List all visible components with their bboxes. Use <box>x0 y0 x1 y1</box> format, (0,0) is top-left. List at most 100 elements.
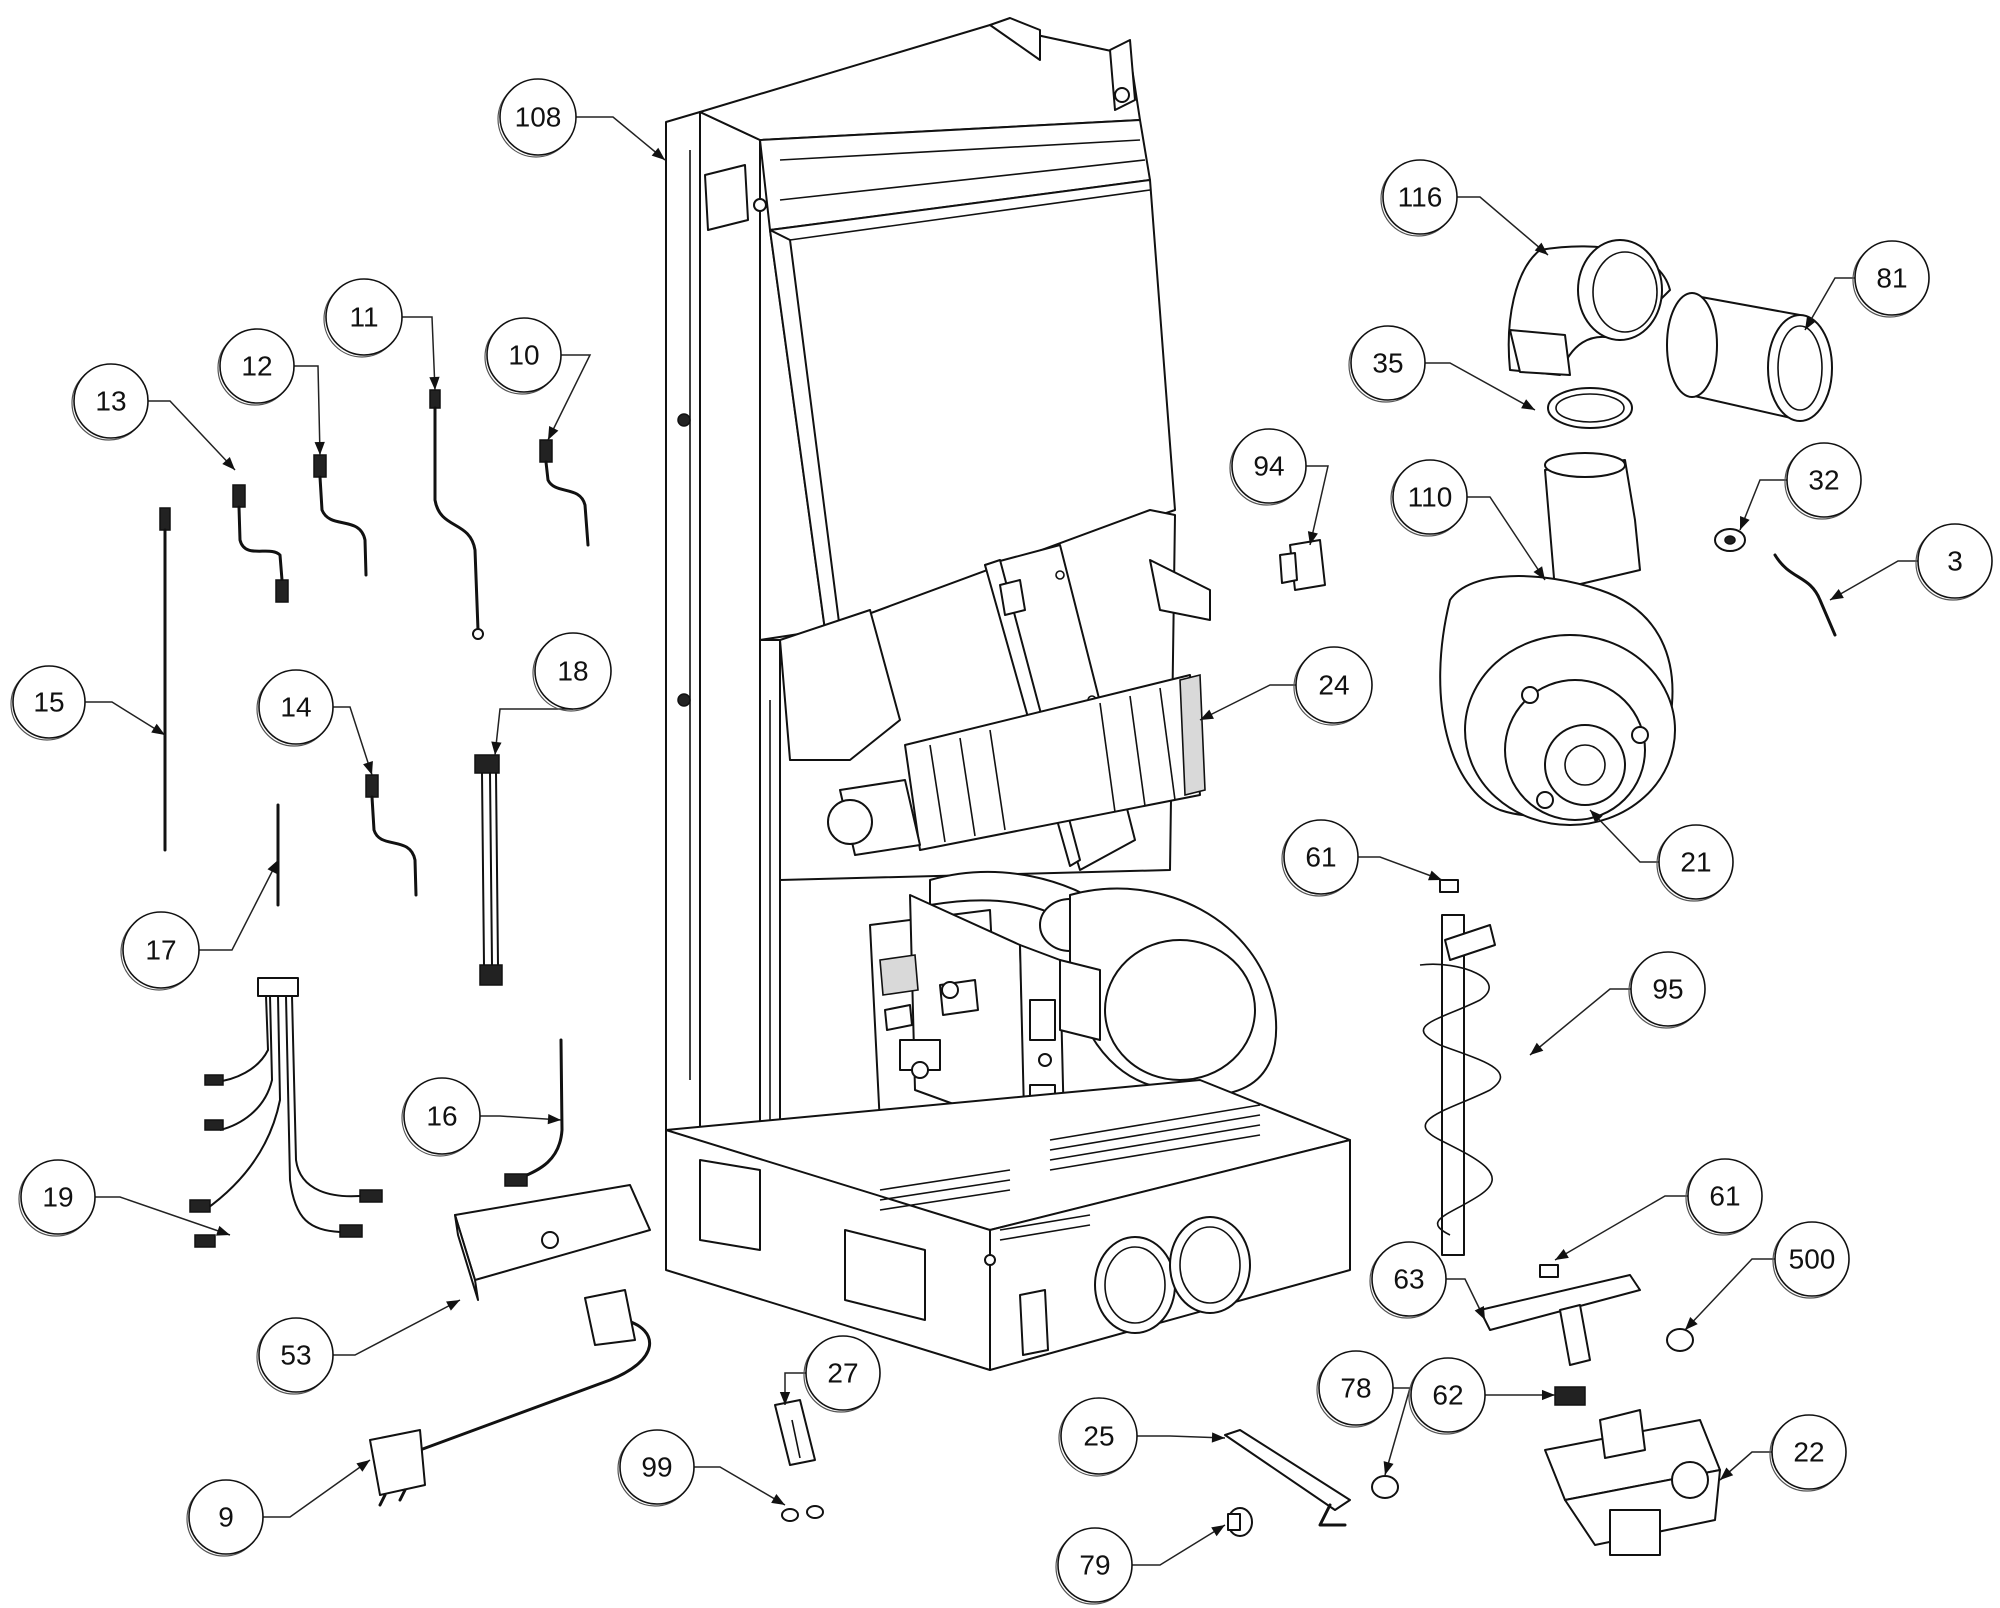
callout-leader-line <box>1358 856 1443 881</box>
callout-label: 19 <box>42 1182 73 1213</box>
callout-arrowhead <box>1740 516 1750 530</box>
callout-bubble <box>258 1317 334 1393</box>
callout-61: 61 <box>1554 1158 1763 1261</box>
callout-81: 81 <box>1804 240 1930 331</box>
sensor-cable-16 <box>504 1038 564 1187</box>
callout-10: 10 <box>484 317 592 441</box>
callout-24: 24 <box>1199 646 1373 726</box>
callout-bubble <box>1854 240 1930 316</box>
callout-bubble <box>1382 159 1458 235</box>
callout-bubble <box>1630 951 1706 1027</box>
callout-12: 12 <box>217 328 325 456</box>
main-cabinet <box>665 17 1351 1371</box>
callout-bubble <box>1687 1158 1763 1234</box>
callout-label: 500 <box>1789 1244 1836 1275</box>
callout-bubble <box>188 1479 264 1555</box>
callout-leader-line <box>494 708 573 756</box>
callout-label: 17 <box>145 935 176 966</box>
callout-95: 95 <box>1529 951 1706 1056</box>
callout-arrowhead <box>779 1391 791 1405</box>
callout-arrowhead <box>1830 589 1844 600</box>
callout-bubble <box>499 78 577 156</box>
cap-32 <box>1714 528 1746 552</box>
control-board <box>869 894 1101 1171</box>
callout-label: 13 <box>95 386 126 417</box>
callout-leader-line <box>95 1196 231 1236</box>
callout-leader-line <box>148 400 236 471</box>
callout-leader-line <box>576 116 666 161</box>
bracket-53 <box>454 1184 651 1301</box>
base-box <box>665 1079 1351 1371</box>
callout-arrowhead <box>356 1460 370 1472</box>
callout-leader-line <box>402 316 436 391</box>
callout-78: 78 <box>1316 1350 1411 1476</box>
callout-bubble <box>486 317 562 393</box>
callout-53: 53 <box>256 1299 461 1395</box>
callout-bubble <box>1774 1221 1850 1297</box>
callout-label: 16 <box>426 1101 457 1132</box>
grommet-78 <box>1371 1475 1399 1499</box>
callout-63: 63 <box>1369 1241 1486 1321</box>
sensor-cable-13 <box>232 484 289 603</box>
bushing-61-lower <box>1539 1264 1559 1278</box>
callout-arrowhead <box>363 761 373 775</box>
callout-bubble <box>403 1077 481 1155</box>
callout-79: 79 <box>1055 1524 1226 1605</box>
auger-95 <box>1419 879 1502 1256</box>
callout-arrowhead <box>1200 709 1214 720</box>
callout-arrowhead <box>491 741 502 755</box>
callout-18: 18 <box>491 632 612 756</box>
callout-leader-line <box>1804 277 1855 331</box>
bracket-94 <box>1279 539 1326 591</box>
callout-17: 17 <box>120 859 279 991</box>
callout-label: 18 <box>557 656 588 687</box>
callout-leader-line <box>547 354 592 441</box>
callout-label: 22 <box>1793 1437 1824 1468</box>
callout-9: 9 <box>186 1459 371 1557</box>
callout-bubble <box>1410 1357 1486 1433</box>
callout-61: 61 <box>1281 819 1443 897</box>
callout-leader-line <box>263 1459 371 1518</box>
callout-25: 25 <box>1058 1397 1226 1477</box>
callout-arrowhead <box>1211 1432 1225 1443</box>
callout-leader-line <box>1306 465 1329 546</box>
callout-arrowhead <box>1521 399 1535 410</box>
callout-bubble <box>1283 819 1359 895</box>
callout-leader-line <box>294 365 321 456</box>
callout-label: 24 <box>1318 670 1349 701</box>
callout-99: 99 <box>617 1429 786 1507</box>
callout-arrowhead <box>1307 531 1318 545</box>
callout-leader-line <box>1719 1451 1772 1481</box>
screws-99 <box>781 1505 824 1522</box>
callout-label: 10 <box>508 340 539 371</box>
callout-94: 94 <box>1229 428 1329 546</box>
sensor-cable-10 <box>539 439 590 547</box>
callout-bubble <box>1350 325 1426 401</box>
callout-bubble <box>122 911 200 989</box>
callout-leader-line <box>1446 1278 1486 1321</box>
callout-15: 15 <box>10 665 166 741</box>
callout-bubble <box>1917 523 1993 599</box>
spring-3 <box>1773 553 1837 637</box>
callout-arrowhead <box>1383 1461 1394 1475</box>
callout-arrowhead <box>267 860 278 874</box>
callout-label: 12 <box>241 351 272 382</box>
sensor-cable-15 <box>159 507 171 852</box>
coupling-62 <box>1554 1386 1586 1406</box>
callout-bubble <box>1371 1241 1447 1317</box>
callout-bubble <box>73 363 149 439</box>
callout-leader-line <box>1457 196 1549 256</box>
power-cable-9 <box>369 1289 652 1507</box>
callout-500: 500 <box>1684 1221 1850 1331</box>
callout-leader-line <box>1425 362 1536 411</box>
callout-label: 53 <box>280 1340 311 1371</box>
callout-arrowhead <box>216 1225 230 1236</box>
callout-bubble <box>805 1335 881 1411</box>
callout-arrowhead <box>1533 566 1545 580</box>
callout-leader-line <box>1554 1195 1688 1261</box>
callout-leader-line <box>199 859 279 951</box>
callout-62: 62 <box>1408 1357 1555 1435</box>
callout-22: 22 <box>1719 1414 1847 1492</box>
callout-bubble <box>1658 824 1734 900</box>
